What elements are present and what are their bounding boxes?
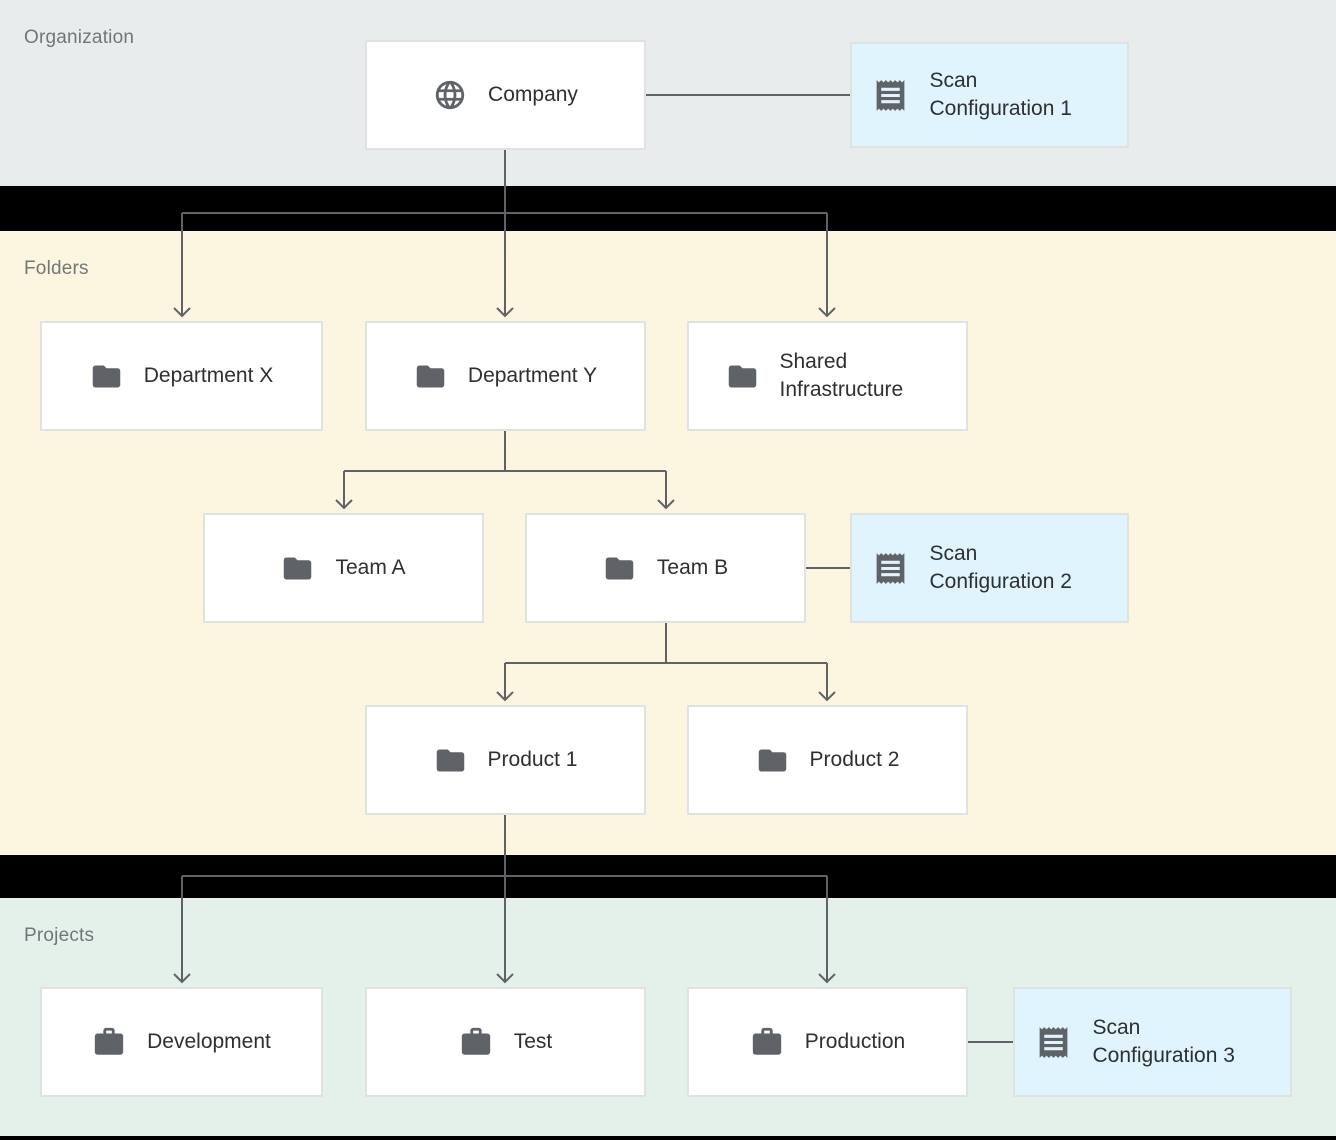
receipt-icon xyxy=(872,77,909,114)
node-test-label: Test xyxy=(513,1030,553,1054)
edge-team-b-rail xyxy=(505,623,827,664)
folder-icon xyxy=(603,552,636,585)
node-development-label: Development xyxy=(147,1030,271,1054)
organization-section-label: Organization xyxy=(24,27,135,48)
node-team-b-label: Team B xyxy=(656,556,729,580)
folder-icon xyxy=(756,744,789,777)
node-company: Company xyxy=(365,40,646,150)
node-production-label: Production xyxy=(804,1030,906,1054)
folders-section-label: Folders xyxy=(24,258,89,279)
node-scan-configuration-1-label: Scan Configuration 1 xyxy=(929,69,1072,120)
node-department-x-label: Department X xyxy=(143,364,274,388)
briefcase-icon xyxy=(92,1025,126,1059)
receipt-icon xyxy=(872,550,909,587)
briefcase-icon xyxy=(750,1025,784,1059)
node-team-b: Team B xyxy=(525,513,806,623)
node-scan-configuration-1: Scan Configuration 1 xyxy=(850,42,1129,148)
node-product-2: Product 2 xyxy=(687,705,968,815)
folder-icon xyxy=(726,360,759,393)
node-product-1-label: Product 1 xyxy=(487,748,578,772)
node-department-x: Department X xyxy=(40,321,323,431)
node-company-label: Company xyxy=(488,83,578,107)
node-scan-configuration-3-label: Scan Configuration 3 xyxy=(1092,1016,1235,1067)
projects-section-label: Projects xyxy=(24,925,95,946)
node-scan-configuration-3: Scan Configuration 3 xyxy=(1013,987,1292,1097)
node-shared-infrastructure: Shared Infrastructure xyxy=(687,321,968,431)
node-product-1: Product 1 xyxy=(365,705,646,815)
node-team-a-label: Team A xyxy=(335,556,406,580)
node-team-a: Team A xyxy=(203,513,484,623)
edge-dept-y-rail xyxy=(344,431,666,472)
receipt-icon xyxy=(1035,1024,1072,1061)
folder-icon xyxy=(434,744,467,777)
node-scan-configuration-2: Scan Configuration 2 xyxy=(850,513,1129,623)
node-scan-configuration-2-label: Scan Configuration 2 xyxy=(929,542,1072,593)
node-department-y: Department Y xyxy=(365,321,646,431)
node-development: Development xyxy=(40,987,323,1097)
node-production: Production xyxy=(687,987,968,1097)
edge-product-1-rail xyxy=(182,815,827,877)
node-product-2-label: Product 2 xyxy=(809,748,900,772)
briefcase-icon xyxy=(459,1025,493,1059)
folder-icon xyxy=(90,360,123,393)
folder-icon xyxy=(281,552,314,585)
globe-icon xyxy=(433,78,467,112)
node-department-y-label: Department Y xyxy=(467,364,598,388)
node-shared-infrastructure-label: Shared Infrastructure xyxy=(779,350,904,401)
folder-icon xyxy=(414,360,447,393)
node-test: Test xyxy=(365,987,646,1097)
edge-company-rail xyxy=(182,150,827,214)
